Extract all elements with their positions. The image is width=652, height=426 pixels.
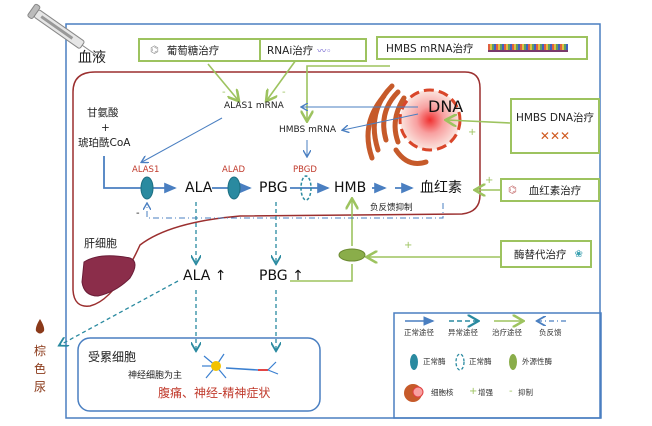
legend-inhibit-symbol: -	[509, 386, 513, 397]
enzyme-replacement-therapy-label: 酶替代治疗	[514, 248, 567, 261]
legend-inhibit: 抑制	[518, 388, 533, 397]
legend-box	[393, 312, 602, 419]
metabolite-heme: 血红素	[420, 180, 462, 196]
legend-enhance: 增强	[478, 388, 493, 397]
heme-therapy-label: 血红素治疗	[528, 184, 582, 197]
ala-accumulated: ALA ↑	[183, 268, 227, 284]
neuron-icon	[202, 353, 279, 379]
legend-normal-enzyme: 正常酶	[423, 357, 446, 366]
glucose-therapy-label: 葡萄糖治疗	[166, 44, 220, 57]
ert-enhance-sign: +	[404, 240, 413, 251]
blood-label: 血液	[78, 50, 106, 66]
affected-cells-label: 受累细胞	[88, 350, 137, 364]
heme-enhance-sign: +	[485, 175, 494, 186]
glucose-molecule-icon: ⌬	[150, 44, 159, 56]
urine-char-1: 棕	[34, 344, 47, 358]
neurons-main-label: 神经细胞为主	[128, 371, 183, 381]
exogenous-enzyme-icon	[338, 248, 366, 262]
affected-cells-box	[77, 337, 321, 412]
enzyme-alad	[227, 176, 241, 200]
enzyme-alas1	[140, 176, 154, 200]
feedback-sign: -	[136, 208, 140, 219]
hmbs-mrna-therapy-box: HMBS mRNA治疗	[376, 36, 588, 60]
succinyl-coa-label: 琥珀酰CoA	[78, 137, 131, 149]
enzyme-replacement-therapy-box: 酶替代治疗 ❀	[500, 240, 592, 268]
heme-molecule-icon: ⌬	[508, 184, 517, 196]
alas1-mrna-label: ALAS1 mRNA	[224, 101, 284, 111]
legend-enhance-symbol: +	[469, 386, 478, 397]
hepatocyte-label: 肝细胞	[84, 237, 117, 250]
rnai-therapy-label: RNAi治疗	[267, 44, 314, 57]
enzyme-pbgd-deficient	[300, 175, 312, 201]
nucleus-icon	[365, 83, 462, 166]
hepatocyte-membrane	[72, 71, 481, 307]
hmbs-mrna-therapy-label: HMBS mRNA治疗	[386, 42, 474, 55]
mrna-strand-icon	[487, 44, 568, 52]
feedback-line	[147, 203, 444, 219]
legend-feedback: 负反馈	[539, 328, 562, 337]
legend-therapy-path: 治疗途径	[492, 328, 522, 337]
hmbs-dna-therapy-label: HMBS DNA治疗	[515, 111, 595, 124]
heme-therapy-box: ⌬ 血红素治疗	[500, 178, 600, 202]
blood-region	[65, 23, 601, 419]
liver-icon	[81, 255, 136, 297]
enzyme-alad-label: ALAD	[222, 165, 246, 175]
dna-enhance-sign: +	[468, 127, 477, 138]
glucose-therapy-box: ⌬ 葡萄糖治疗	[138, 38, 272, 62]
dna-label: DNA	[428, 97, 464, 116]
plus-label: +	[101, 122, 110, 134]
urine-char-3: 尿	[34, 380, 47, 394]
hmbs-dna-therapy-box: HMBS DNA治疗 ✕✕✕	[510, 98, 600, 154]
legend-nucleus: 细胞核	[431, 388, 454, 397]
enzyme-protein-icon: ❀	[574, 248, 583, 260]
enzyme-alas1-label: ALAS1	[132, 165, 160, 175]
legend-abnormal-path: 异常途径	[448, 328, 478, 337]
legend-deficient-enzyme: 正常酶	[469, 357, 492, 366]
legend-exogenous-enzyme: 外源性酶	[522, 357, 552, 366]
glycine-label: 甘氨酸	[87, 107, 119, 119]
pbg-accumulated: PBG ↑	[259, 268, 304, 284]
rnai-molecule-icon: 〰◦	[317, 46, 332, 57]
rnai-therapy-box: RNAi治疗 〰◦	[259, 38, 367, 62]
urine-drop-icon	[35, 319, 45, 334]
dna-helix-icon: ✕✕✕	[539, 128, 571, 143]
legend-normal-path: 正常途径	[404, 328, 434, 337]
metabolite-pbg: PBG	[259, 180, 288, 196]
feedback-label: 负反馈抑制	[370, 203, 413, 213]
urine-char-2: 色	[34, 362, 47, 376]
syringe-icon	[27, 3, 98, 56]
enzyme-pbgd-label: PBGD	[293, 165, 317, 175]
rnai-inhibit-sign: -	[282, 87, 286, 98]
metabolite-ala: ALA	[185, 180, 213, 196]
metabolite-hmb: HMB	[334, 180, 367, 196]
glucose-inhibit-sign: -	[222, 87, 226, 98]
hmbs-mrna-label: HMBS mRNA	[279, 125, 337, 135]
symptoms-label: 腹痛、神经-精神症状	[158, 386, 271, 400]
